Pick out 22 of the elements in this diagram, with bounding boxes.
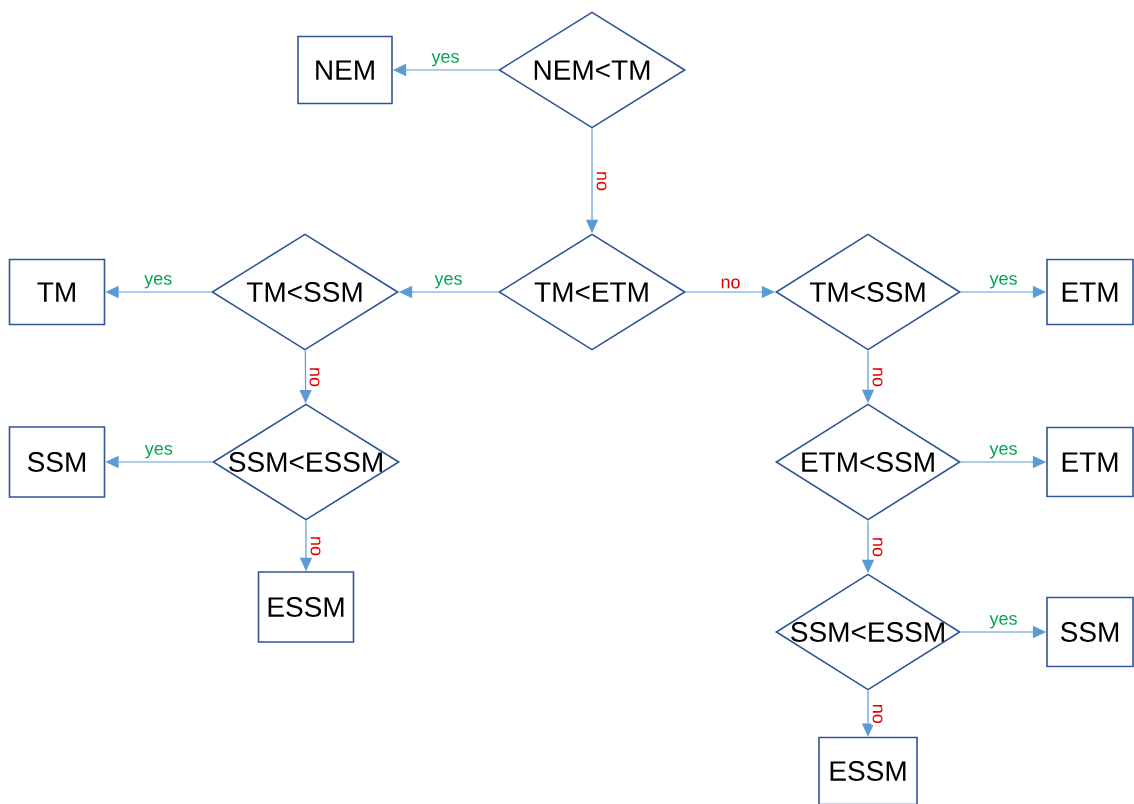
process-box: SSM (1046, 596, 1134, 668)
edge-label: no (871, 535, 884, 559)
process-box: ESSM (257, 571, 355, 643)
edge-label: yes (142, 273, 174, 290)
edge-label: no (871, 365, 884, 389)
process-box: ESSM (818, 736, 918, 804)
process-box: SSM (8, 426, 106, 498)
process-box: ETM (1046, 258, 1134, 326)
edge-label: yes (988, 273, 1019, 290)
process-box: NEM (297, 35, 393, 105)
process-box: TM (8, 258, 106, 326)
edge-label: yes (143, 443, 175, 460)
process-box: ETM (1046, 426, 1134, 498)
edge-label: no (719, 277, 742, 290)
edge-label: yes (988, 443, 1019, 460)
edge-label: no (871, 702, 884, 726)
edge-label: no (595, 169, 608, 193)
edge-label: no (309, 534, 322, 558)
edge-label: no (308, 365, 321, 389)
edge-label: yes (433, 273, 464, 290)
edge-label: yes (430, 51, 461, 68)
edge-label: yes (988, 613, 1019, 630)
